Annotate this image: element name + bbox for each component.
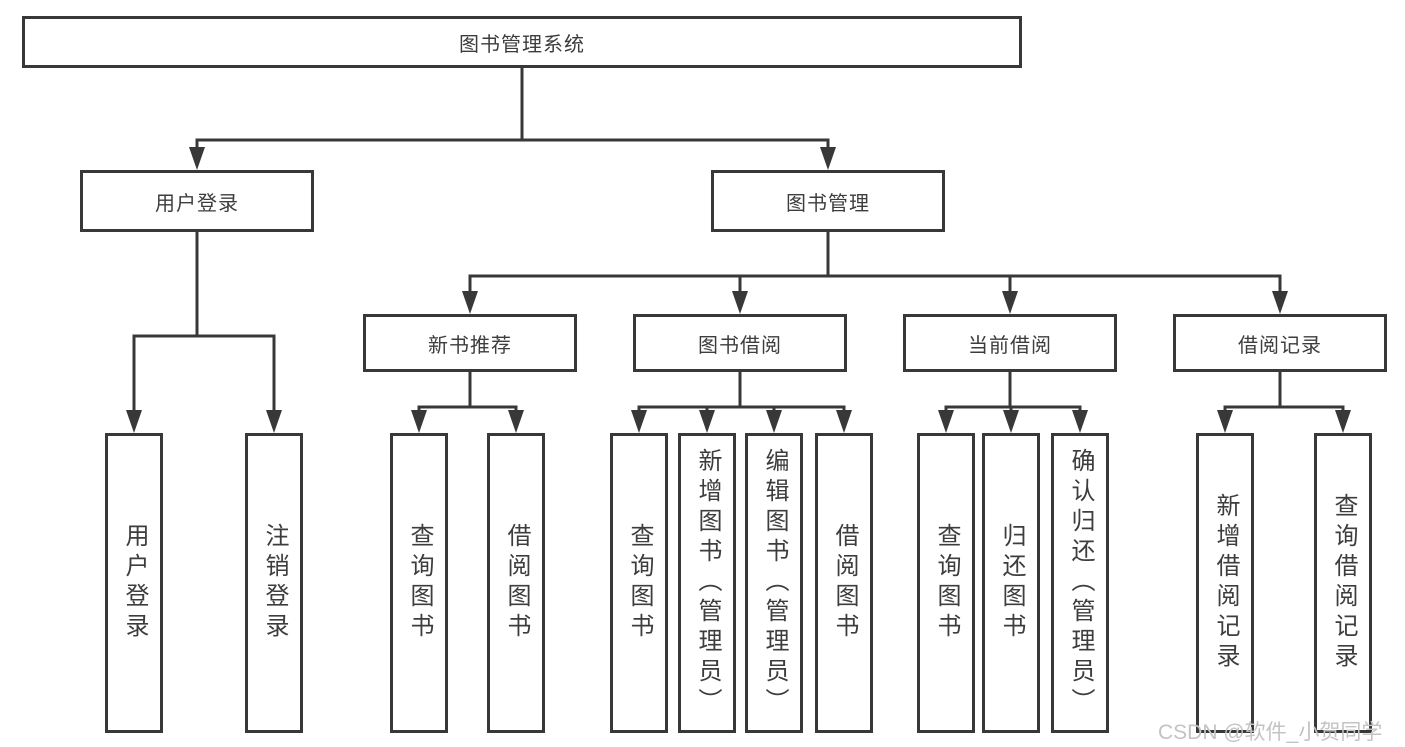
node-leaf-edit-book-admin: 编辑图书（管理员） — [745, 433, 803, 733]
node-current-borrow: 当前借阅 — [903, 314, 1117, 372]
node-book-management: 图书管理 — [711, 170, 945, 232]
node-leaf-borrow-books-recommend: 借阅图书 — [487, 433, 545, 733]
node-new-book-recommend: 新书推荐 — [363, 314, 577, 372]
node-leaf-user-login: 用户登录 — [105, 433, 163, 733]
node-leaf-add-borrow-record: 新增借阅记录 — [1196, 433, 1254, 733]
node-book-borrow: 图书借阅 — [633, 314, 847, 372]
node-leaf-borrow-books: 借阅图书 — [815, 433, 873, 733]
node-leaf-confirm-return-admin: 确认归还（管理员） — [1051, 433, 1109, 733]
node-root: 图书管理系统 — [22, 16, 1022, 68]
node-user-login: 用户登录 — [80, 170, 314, 232]
node-leaf-query-borrow-record: 查询借阅记录 — [1314, 433, 1372, 733]
watermark: CSDN @软件_小贺同学 — [1158, 721, 1383, 744]
node-leaf-query-books-borrow: 查询图书 — [610, 433, 668, 733]
node-leaf-add-book-admin: 新增图书（管理员） — [678, 433, 736, 733]
node-leaf-query-books-recommend: 查询图书 — [390, 433, 448, 733]
node-borrow-records: 借阅记录 — [1173, 314, 1387, 372]
node-leaf-logout: 注销登录 — [245, 433, 303, 733]
node-leaf-query-books-current: 查询图书 — [917, 433, 975, 733]
node-leaf-return-books: 归还图书 — [982, 433, 1040, 733]
